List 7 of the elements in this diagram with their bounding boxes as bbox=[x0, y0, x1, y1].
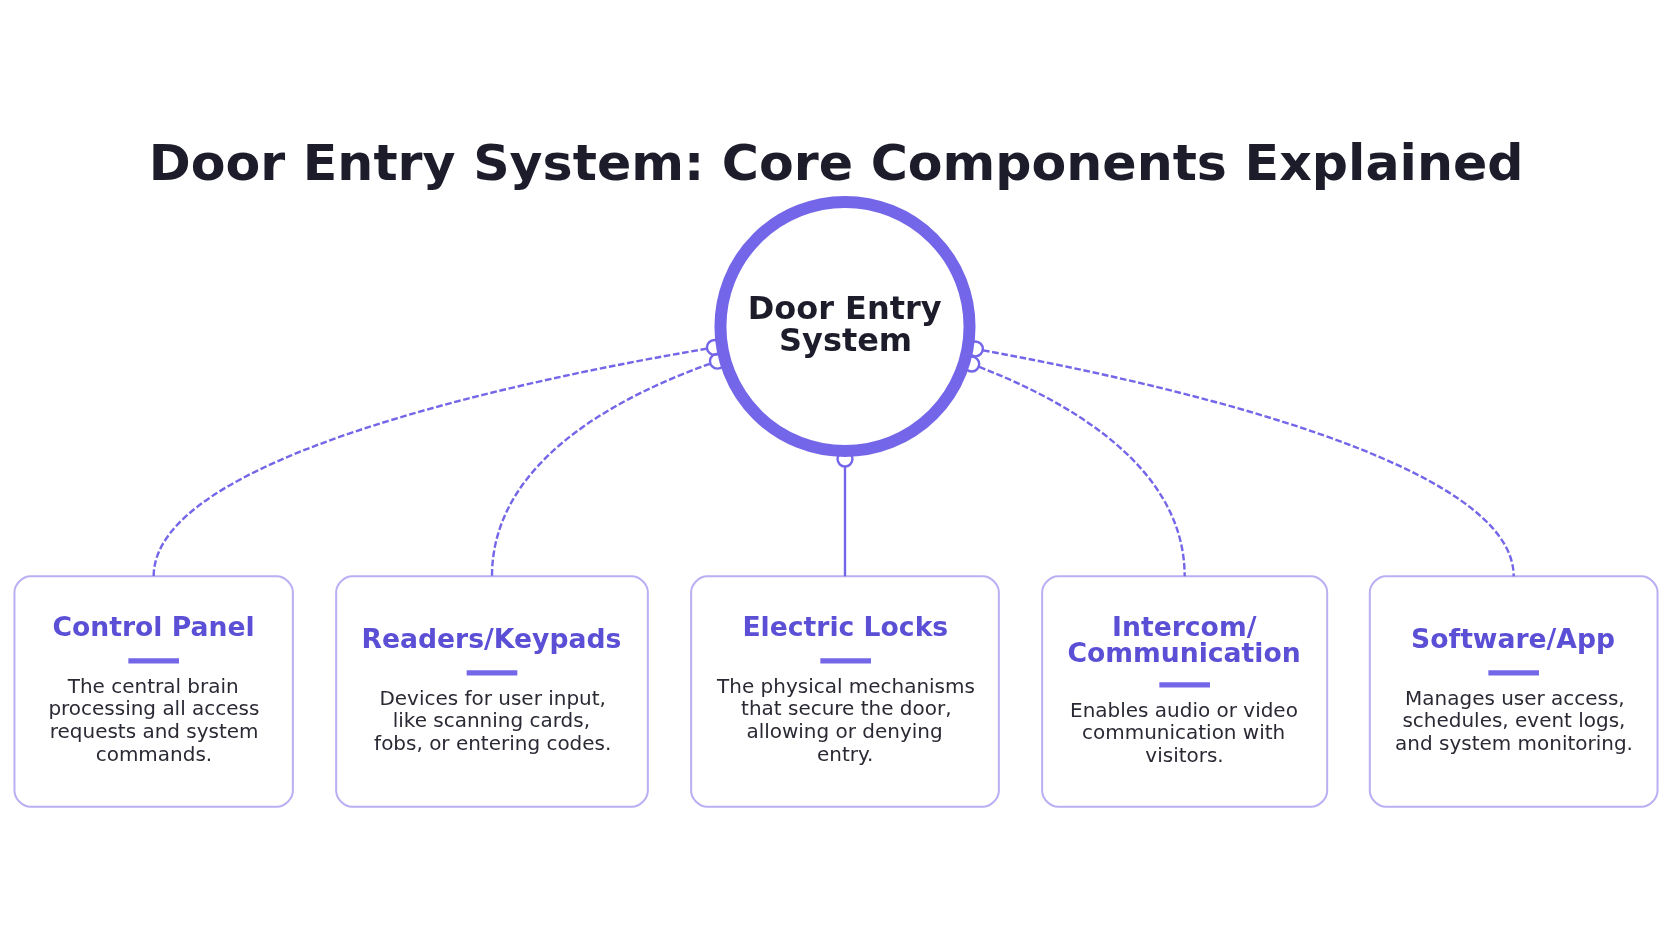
diagram-title: Door Entry System: Core Components Explained bbox=[148, 132, 1524, 192]
node-box: Software/App Manages user access, schedules, event logs, and system monitoring. bbox=[1368, 574, 1659, 808]
node-box: Control Panel The central brain processing all access requests and system commands. bbox=[13, 574, 294, 808]
node-box: Electric Locks The physical mechanisms that secure the door, allowing or denying entry. bbox=[690, 574, 1000, 808]
node-circle: Door Entry System bbox=[714, 195, 976, 457]
node-box: Readers/Keypads Devices for user input, like scanning cards, fobs, or entering codes. bbox=[335, 574, 649, 808]
node-box: Intercom/ Communication Enables audio or video communication with visitors. bbox=[1041, 574, 1329, 808]
